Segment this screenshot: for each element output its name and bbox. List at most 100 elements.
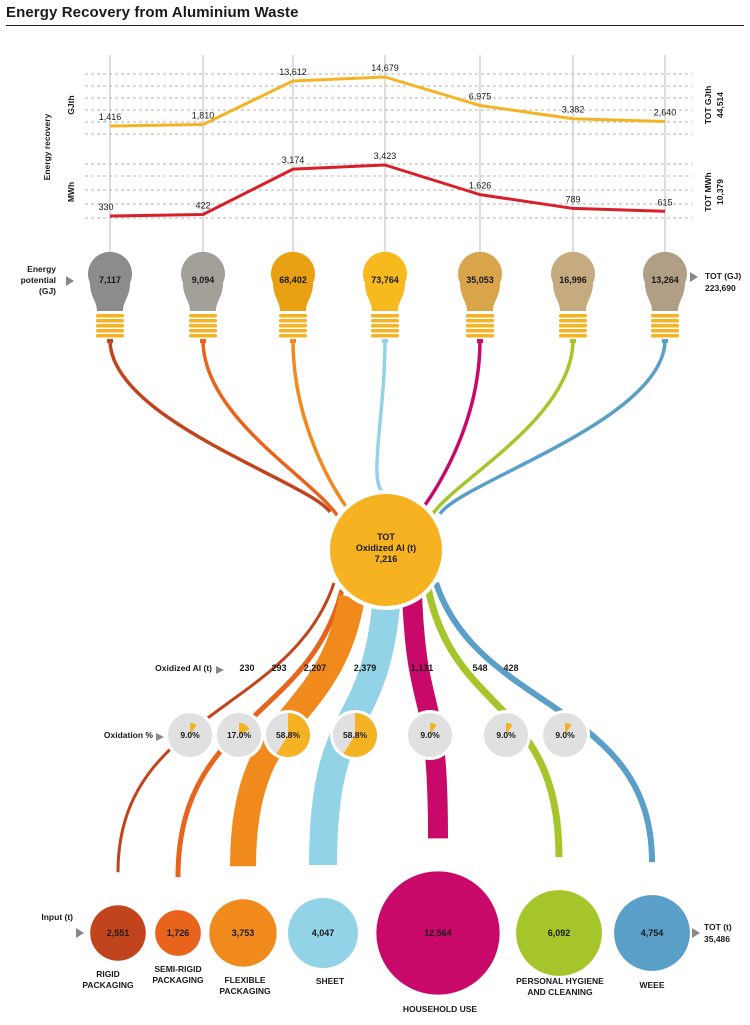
- bulb-socket: [279, 334, 307, 338]
- bulb-tip: [570, 339, 576, 343]
- bulb-socket: [96, 334, 124, 338]
- flow-to-input: [402, 593, 448, 839]
- gjth-axis-label: GJth: [66, 95, 76, 114]
- bulb-socket: [371, 324, 399, 328]
- oxidation-pie: 9.0%: [165, 710, 215, 760]
- oxidized-value: 548: [472, 663, 487, 673]
- oxidation-value: 9.0%: [555, 730, 575, 740]
- bulb-socket: [189, 324, 217, 328]
- bulb-socket: [651, 329, 679, 333]
- oxidation-value: 9.0%: [180, 730, 200, 740]
- mwh-line: [109, 163, 666, 218]
- arrow-icon: [76, 928, 84, 938]
- category-name: FLEXIBLE: [224, 975, 265, 985]
- bulb-socket: [371, 314, 399, 318]
- category-name: PACKAGING: [152, 975, 204, 985]
- energy-potential-value: 35,053: [466, 275, 494, 285]
- oxidation-pie: 58.8%: [330, 710, 380, 760]
- bulb-socket: [279, 319, 307, 323]
- bulb-glass: [181, 251, 225, 311]
- pie-slice: [430, 722, 437, 735]
- category-name: PERSONAL HYGIENE: [516, 976, 604, 986]
- bulb-socket: [189, 319, 217, 323]
- tot-mwh-label: TOT MWh: [703, 172, 713, 212]
- title-underline: [6, 25, 744, 26]
- input-label: Input (t): [41, 912, 73, 922]
- energy-potential-value: 13,264: [651, 275, 679, 285]
- mwh-axis-label: MWh: [66, 182, 76, 202]
- bulb-tip: [290, 339, 296, 343]
- energy-recovery-label: Energy recovery: [42, 113, 52, 180]
- page-title: Energy Recovery from Aluminium Waste: [6, 4, 299, 21]
- input-circle: [288, 898, 358, 968]
- bulb-socket: [466, 329, 494, 333]
- mwh-value-label: 789: [565, 194, 580, 204]
- energy-potential-label: potential: [21, 275, 56, 285]
- bulb-socket: [651, 324, 679, 328]
- bulb-socket: [96, 329, 124, 333]
- category-name: AND CLEANING: [527, 987, 593, 997]
- flow-to-bulb: [375, 339, 387, 496]
- oxidized-value: 428: [503, 663, 518, 673]
- bulb-socket: [371, 329, 399, 333]
- bulb-tip: [200, 339, 206, 343]
- energy-potential-value: 7,117: [99, 275, 121, 285]
- category-name: HOUSEHOLD USE: [403, 1004, 477, 1014]
- bulb-tip: [382, 339, 388, 343]
- flow-to-bulb: [201, 339, 342, 521]
- input-value: 4,754: [641, 928, 664, 938]
- oxidation-value: 9.0%: [420, 730, 440, 740]
- tot-mwh-value: 10,379: [715, 179, 725, 205]
- input-circle: [155, 910, 201, 956]
- bulb-icon: [363, 251, 408, 343]
- arrow-icon: [692, 928, 700, 938]
- tot-gj-value: 223,690: [705, 283, 736, 293]
- gjth-value-label: 1,810: [192, 111, 215, 121]
- oxidation-pie: 9.0%: [481, 710, 531, 760]
- arrow-icon: [156, 733, 164, 741]
- bulb-socket: [651, 319, 679, 323]
- mwh-value-label: 3,174: [282, 155, 305, 165]
- bulb-socket: [651, 314, 679, 318]
- pie-slice: [190, 722, 197, 735]
- pie-slice: [343, 713, 378, 758]
- flow-to-bulb: [291, 339, 352, 514]
- mwh-value-label: 615: [657, 197, 672, 207]
- bulb-socket: [189, 329, 217, 333]
- energy-potential-value: 73,764: [371, 275, 399, 285]
- bulb-socket: [559, 334, 587, 338]
- oxidized-value: 1,131: [411, 663, 434, 673]
- center-label: TOT: [377, 532, 395, 542]
- input-value: 4,047: [312, 928, 335, 938]
- mwh-value-label: 330: [98, 202, 113, 212]
- bulb-socket: [371, 319, 399, 323]
- gjth-value-label: 14,679: [371, 63, 399, 73]
- input-value: 2,551: [107, 928, 130, 938]
- bulb-socket: [559, 324, 587, 328]
- gjth-value-label: 3,382: [562, 105, 585, 115]
- gjth-line: [109, 75, 666, 128]
- category-name: SHEET: [316, 976, 345, 986]
- bulb-socket: [559, 319, 587, 323]
- oxidation-value: 58.8%: [343, 730, 368, 740]
- oxidized-label: Oxidized Al (t): [155, 663, 212, 673]
- input-circle: [614, 895, 690, 971]
- bulb-glass: [643, 251, 687, 311]
- input-circle: [376, 871, 500, 995]
- category-name: WEEE: [639, 980, 664, 990]
- mwh-value-label: 1,626: [469, 181, 492, 191]
- bulb-glass: [271, 251, 315, 311]
- tot-gjth-value: 44,514: [715, 92, 725, 118]
- bulb-socket: [189, 314, 217, 318]
- oxidized-value: 230: [239, 663, 254, 673]
- bulb-socket: [279, 324, 307, 328]
- oxidation-value: 58.8%: [276, 730, 301, 740]
- category-name: SEMI-RIGID: [154, 964, 201, 974]
- bulb-socket: [559, 314, 587, 318]
- mwh-value-label: 422: [195, 200, 210, 210]
- input-circle: [516, 890, 602, 976]
- input-circle: [90, 905, 146, 961]
- oxidation-pie: 17.0%: [214, 710, 264, 760]
- bulb-socket: [466, 334, 494, 338]
